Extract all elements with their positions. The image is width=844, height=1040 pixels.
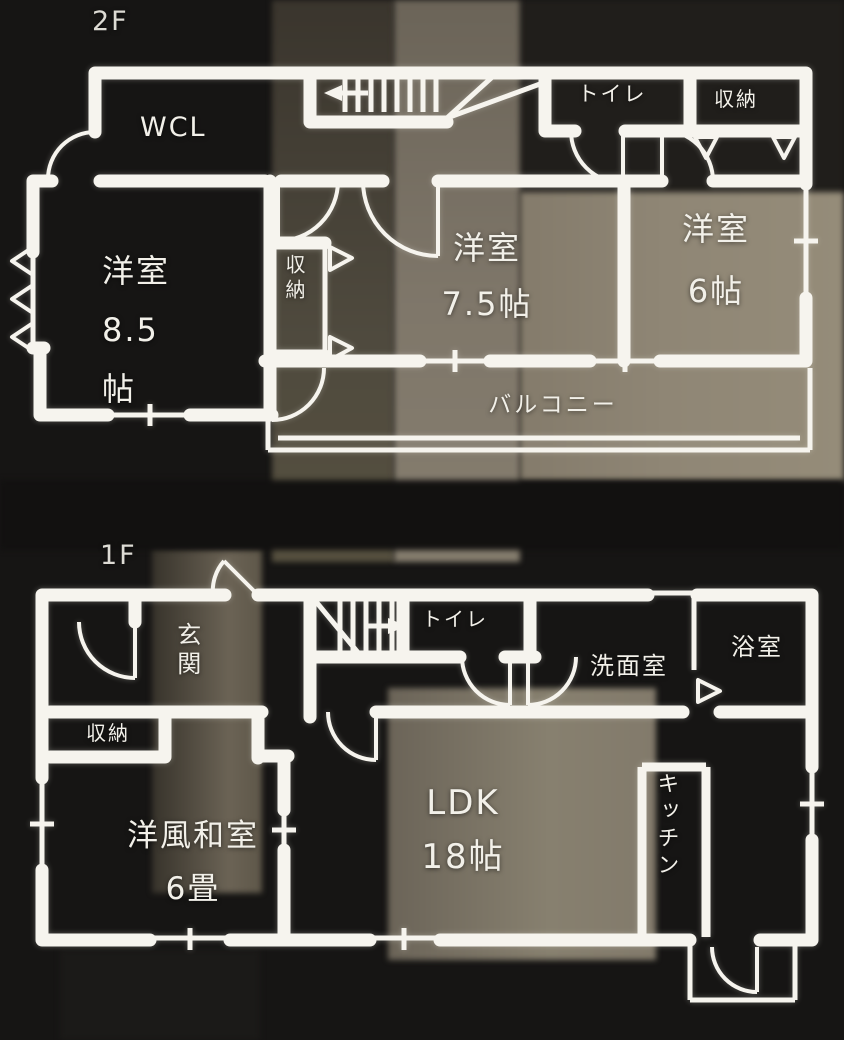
floor-label-2f: 2F <box>92 6 129 37</box>
walls <box>33 73 806 415</box>
room-label-balcony: バルコニー <box>488 392 618 418</box>
room-label-wcl: WCL <box>140 112 207 143</box>
room-label-washroom: 洗面室 <box>590 652 668 680</box>
room-label-bedroom-6: 洋室 6帖 <box>681 210 750 311</box>
floor-2f-drawing <box>0 0 844 520</box>
room-label-closet-1f: 収納 <box>86 721 130 745</box>
room-label-bathroom: 浴室 <box>731 633 783 661</box>
floor-label-1f: 1F <box>100 540 137 571</box>
floor-2f-plan: 2F WCL トイレ 収納 洋室 8.5 帖 収納 洋室 7.5帖 洋室 6帖 … <box>0 0 844 520</box>
door-triangle-icons <box>12 137 795 360</box>
room-label-bedroom-7-5: 洋室 7.5帖 <box>441 229 533 323</box>
room-label-ldk: LDK 18帖 <box>421 783 505 878</box>
staircase-icon <box>313 598 406 655</box>
rear-entry-outline <box>690 940 795 1000</box>
photo-background <box>0 480 844 550</box>
window-lines <box>30 593 824 950</box>
stair-arrow-icon <box>388 618 406 634</box>
room-label-toilet-2f: トイレ <box>577 82 647 106</box>
balcony-outline <box>268 368 810 450</box>
floor-1f-drawing <box>0 520 844 1040</box>
room-label-closet-mid-2f: 収納 <box>282 254 306 304</box>
room-label-entrance: 玄関 <box>172 622 201 680</box>
room-label-bedroom-8-5: 洋室 8.5 帖 <box>102 252 171 409</box>
stair-arrow-icon <box>324 85 342 101</box>
room-label-toilet-1f: トイレ <box>422 607 488 631</box>
photo-background <box>60 950 260 1040</box>
photo-background <box>520 192 844 482</box>
photo-background <box>520 0 844 195</box>
floor-1f-plan: 1F 玄関 トイレ 洗面室 浴室 収納 洋風和室 6畳 LDK 18帖 キッチン <box>0 520 844 1040</box>
room-label-japanese-room: 洋風和室 6畳 <box>127 818 259 908</box>
room-label-closet-top-2f: 収納 <box>714 87 758 111</box>
staircase-icon <box>324 70 540 118</box>
kitchen-counter <box>642 767 706 937</box>
photo-background <box>394 0 520 562</box>
door-triangle-icons <box>698 680 720 702</box>
room-label-kitchen: キッチン <box>653 772 679 880</box>
photo-background <box>388 688 656 960</box>
door-arcs <box>79 561 757 992</box>
